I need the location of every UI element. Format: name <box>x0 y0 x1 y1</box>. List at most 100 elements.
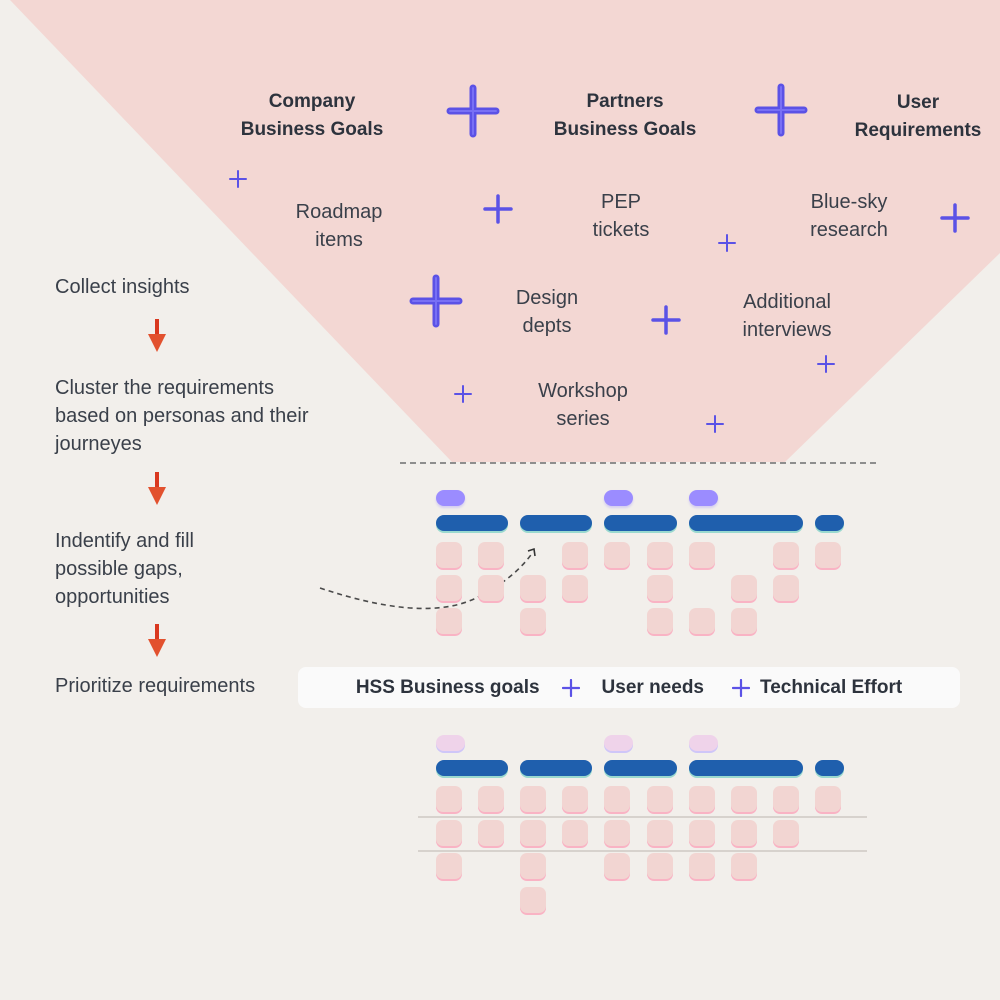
requirement-card <box>436 542 462 568</box>
arrow-down-icon <box>147 624 167 658</box>
source-title-line: Company <box>268 91 356 112</box>
requirement-card <box>562 575 588 601</box>
journey-bar <box>689 760 803 776</box>
requirement-card <box>647 575 673 601</box>
plus-icon <box>229 170 247 188</box>
priority-separator <box>418 850 867 852</box>
funnel-item-line: Workshop <box>538 380 628 402</box>
funnel-item-line: tickets <box>592 219 650 241</box>
funnel-item-line: Roadmap <box>295 201 383 223</box>
source-title-line: Business Goals <box>553 119 697 140</box>
plus-icon <box>732 678 750 697</box>
source-title-line: Partners <box>586 91 664 112</box>
gap-curve-arrowhead <box>527 547 536 557</box>
funnel-divider <box>400 462 876 464</box>
requirement-card <box>520 608 546 634</box>
funnel-item-line: series <box>556 408 610 430</box>
requirement-card <box>520 575 546 601</box>
plus-icon <box>651 305 681 335</box>
requirement-card <box>647 542 673 568</box>
requirement-card <box>689 542 715 568</box>
plus-icon <box>483 194 513 224</box>
source-user-requirements: User Requirements <box>855 89 982 145</box>
source-partners-business-goals: Partners Business Goals <box>554 88 697 144</box>
persona-tag <box>604 490 633 506</box>
journey-bar <box>689 515 803 531</box>
requirement-card <box>815 542 841 568</box>
funnel-item-line: items <box>315 229 363 251</box>
plus-icon <box>454 385 472 403</box>
requirement-card <box>562 542 588 568</box>
journey-bar <box>604 515 677 531</box>
requirement-card <box>436 608 462 634</box>
requirement-card <box>478 786 504 812</box>
requirement-card <box>436 786 462 812</box>
step-prioritize: Prioritize requirements <box>55 675 256 697</box>
criteria-technical-effort: Technical Effort <box>760 676 903 698</box>
plus-icon <box>940 203 970 233</box>
funnel-item-pep: PEP tickets <box>593 188 650 244</box>
source-title-line: Requirements <box>854 120 982 141</box>
funnel-item-roadmap: Roadmap items <box>296 198 383 254</box>
criteria-business-goals: HSS Business goals <box>355 676 540 698</box>
requirement-card <box>647 786 673 812</box>
requirement-card <box>478 542 504 568</box>
criteria-user-needs: User needs <box>601 676 704 698</box>
requirement-card <box>647 820 673 846</box>
requirement-card <box>731 853 757 879</box>
requirement-card <box>520 786 546 812</box>
plus-icon <box>817 355 835 373</box>
persona-tag <box>604 735 633 751</box>
requirement-card <box>773 542 799 568</box>
plus-icon <box>753 82 809 138</box>
requirement-card <box>604 820 630 846</box>
requirement-card <box>689 820 715 846</box>
requirement-card <box>773 820 799 846</box>
plus-icon <box>561 678 580 697</box>
funnel-item-line: depts <box>522 315 572 337</box>
arrow-down-icon <box>147 472 167 506</box>
journey-bar <box>815 515 844 531</box>
requirement-card <box>647 853 673 879</box>
persona-tag <box>689 490 718 506</box>
arrow-down-icon <box>147 319 167 353</box>
persona-tag <box>689 735 718 751</box>
requirement-card <box>731 786 757 812</box>
requirement-card <box>520 853 546 879</box>
requirement-card <box>562 786 588 812</box>
requirement-card <box>731 820 757 846</box>
funnel-item-line: Design <box>515 287 579 309</box>
funnel-item-workshop: Workshop series <box>538 377 628 433</box>
priority-criteria-bar: HSS Business goals User needs Technical … <box>298 667 960 708</box>
requirement-card <box>604 786 630 812</box>
funnel-item-line: research <box>810 219 888 241</box>
requirement-card <box>436 575 462 601</box>
journey-bar <box>436 515 508 531</box>
plus-icon <box>408 273 464 329</box>
funnel-item-interviews: Additional interviews <box>743 288 832 344</box>
requirement-card <box>478 820 504 846</box>
requirement-card <box>478 575 504 601</box>
persona-tag <box>436 490 465 506</box>
plus-icon <box>445 83 501 139</box>
requirement-card <box>436 820 462 846</box>
step-cluster-requirements: Cluster the requirements based on person… <box>55 377 309 455</box>
requirement-card <box>520 820 546 846</box>
plus-icon <box>706 415 724 433</box>
requirement-card <box>689 853 715 879</box>
priority-separator <box>418 816 867 818</box>
step-identify-gaps: Indentify and fill possible gaps, opport… <box>55 530 194 608</box>
journey-bar <box>520 760 592 776</box>
journey-bar <box>815 760 844 776</box>
requirement-card <box>773 575 799 601</box>
requirement-card <box>520 887 546 913</box>
funnel-shape <box>10 0 1000 462</box>
requirement-card <box>604 542 630 568</box>
source-company-business-goals: Company Business Goals <box>241 88 384 144</box>
source-title-line: User <box>896 92 940 113</box>
funnel-item-line: Additional <box>743 291 831 313</box>
funnel-item-line: Blue-sky <box>810 191 888 213</box>
requirement-card <box>815 786 841 812</box>
persona-tag <box>436 735 465 751</box>
